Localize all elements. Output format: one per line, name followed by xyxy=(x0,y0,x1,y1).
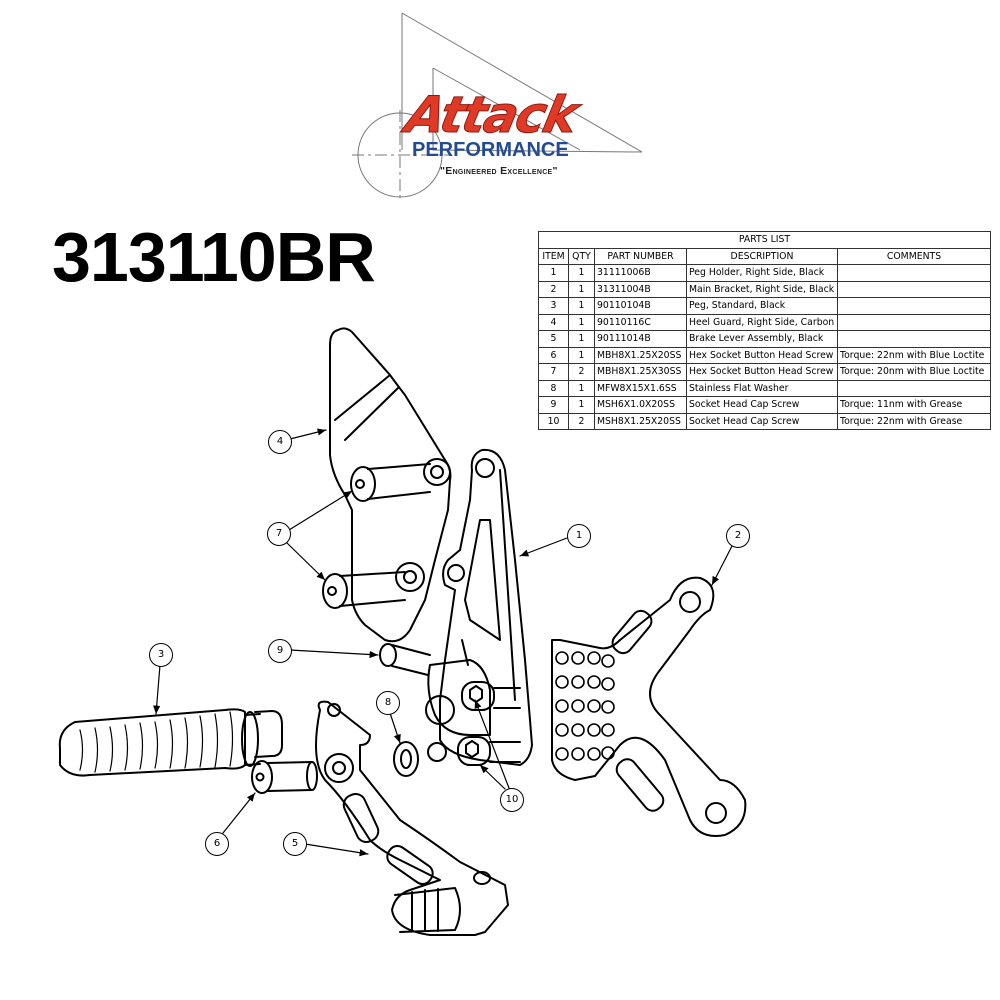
footpeg-part xyxy=(58,708,283,777)
callout-item-7: 7 xyxy=(267,522,291,546)
callout-item-8: 8 xyxy=(376,691,400,715)
callout-item-4: 4 xyxy=(268,430,292,454)
brand-subtitle: PERFORMANCE xyxy=(412,139,569,161)
table-row: 1 1 31111006B Peg Holder, Right Side, Bl… xyxy=(538,264,992,282)
callout-item-5: 5 xyxy=(283,832,307,856)
cell-description: Socket Head Cap Screw xyxy=(686,412,838,430)
socket-head-screw-part-9 xyxy=(379,639,469,676)
callout-item-2: 2 xyxy=(726,524,750,548)
callout-item-10: 10 xyxy=(500,788,524,812)
table-row: 9 1 MSH6X1.0X20SS Socket Head Cap Screw … xyxy=(538,396,992,414)
brake-lever-part xyxy=(315,700,509,936)
kit-part-number: 313110BR xyxy=(52,218,376,296)
button-head-screws-part-7 xyxy=(322,463,431,609)
cell-comments: Torque: 22nm with Grease xyxy=(836,412,992,430)
flat-washer-part xyxy=(393,741,419,777)
callout-item-3: 3 xyxy=(149,643,173,667)
heel-guard-part xyxy=(329,327,452,643)
peg-holder-part xyxy=(439,448,533,766)
callout-leader-lines xyxy=(153,428,733,857)
attack-performance-logo: Attack PERFORMANCE "Engineered Excellenc… xyxy=(340,10,660,210)
table-header-row: ITEM QTY PART NUMBER DESCRIPTION COMMENT… xyxy=(538,247,992,265)
drafting-triangle-icon xyxy=(352,12,643,202)
parts-list-table: PARTS LIST ITEM QTY PART NUMBER DESCRIPT… xyxy=(537,231,992,430)
table-row: 5 1 90111014B Brake Lever Assembly, Blac… xyxy=(538,330,992,348)
table-row: 3 1 90110104B Peg, Standard, Black xyxy=(538,297,992,315)
callout-item-1: 1 xyxy=(567,524,591,548)
callout-item-9: 9 xyxy=(268,639,292,663)
button-head-screw-part-6 xyxy=(251,760,318,794)
table-row: 10 2 MSH8X1.25X20SS Socket Head Cap Scre… xyxy=(538,412,992,430)
brand-tagline: "Engineered Excellence" xyxy=(440,165,558,177)
table-row: 8 1 MFW8X15X1.6SS Stainless Flat Washer xyxy=(538,379,992,397)
main-bracket-part xyxy=(551,576,747,837)
table-row: 6 1 MBH8X1.25X20SS Hex Socket Button Hea… xyxy=(538,346,992,364)
table-row: 2 1 31311004B Main Bracket, Right Side, … xyxy=(538,280,992,298)
brake-lever-pivot-clamp xyxy=(425,659,521,766)
callout-item-6: 6 xyxy=(205,832,229,856)
cell-part-number: MSH8X1.25X20SS xyxy=(594,412,687,430)
